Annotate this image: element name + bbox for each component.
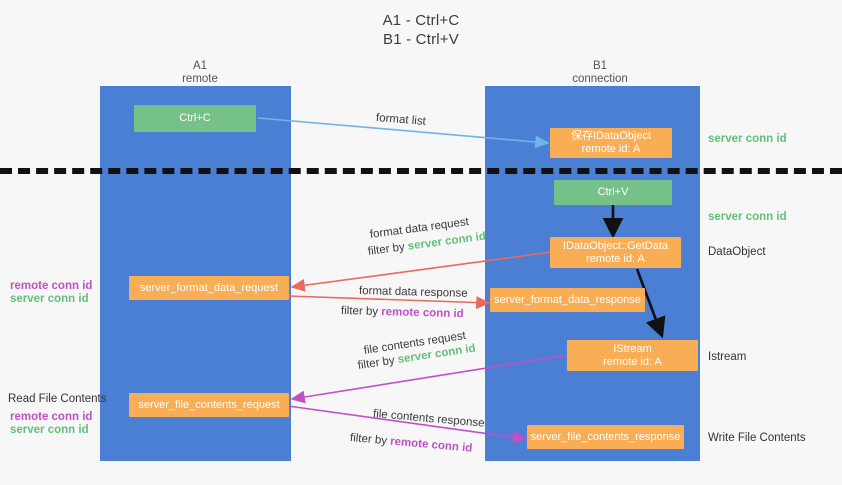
box-ctrl-v[interactable]: Ctrl+V xyxy=(554,180,672,205)
label-dataobject: DataObject xyxy=(708,246,766,258)
box-save-idataobject-line1: 保存IDataObject xyxy=(570,130,652,142)
edge-label-format-data-response: format data response xyxy=(358,285,468,300)
box-server-format-data-response-label: server_format_data_response xyxy=(494,293,641,306)
filter-prefix: filter by xyxy=(357,354,399,372)
box-getdata[interactable]: IDataObject::GetData remote id: A xyxy=(550,237,681,268)
page-title-line-2: B1 - Ctrl+V xyxy=(383,31,459,48)
box-server-format-data-request-label: server_format_data_request xyxy=(139,281,279,294)
filter-value-remote-conn-id: remote conn id xyxy=(381,306,464,321)
filter-value-remote-conn-id: remote conn id xyxy=(389,435,473,455)
box-server-file-contents-request-label: server_file_contents_request xyxy=(138,398,280,411)
filter-prefix: filter by xyxy=(367,240,409,258)
box-ctrl-v-label: Ctrl+V xyxy=(597,186,629,198)
box-istream-line2: remote id: A xyxy=(603,355,662,368)
column-header-b1-sub: connection xyxy=(572,73,628,85)
label-server-conn-id-right-2: server conn id xyxy=(708,211,787,223)
box-getdata-line1: IDataObject::GetData xyxy=(562,239,669,252)
box-istream-line1: IStream xyxy=(613,342,652,355)
filter-prefix: filter by xyxy=(349,432,391,448)
label-server-conn-id-right-1: server conn id xyxy=(708,133,787,145)
edge-label-format-data-response-filter: filter by remote conn id xyxy=(341,304,464,322)
filter-prefix: filter by xyxy=(340,305,382,319)
edge-label-file-contents-response-filter: filter by remote conn id xyxy=(349,431,473,457)
column-header-a1: A1 remote xyxy=(140,60,260,86)
box-server-file-contents-response[interactable]: server_file_contents_response xyxy=(527,425,684,449)
column-header-b1: B1 connection xyxy=(535,60,665,86)
label-istream: Istream xyxy=(708,351,747,363)
column-header-a1-name: A1 xyxy=(192,60,208,72)
box-server-file-contents-request[interactable]: server_file_contents_request xyxy=(129,393,289,417)
box-getdata-line2: remote id: A xyxy=(586,252,645,265)
label-server-conn-id-left-2: server conn id xyxy=(10,424,89,436)
box-save-idataobject[interactable]: 保存IDataObject remote id: A xyxy=(550,128,672,158)
box-server-file-contents-response-label: server_file_contents_response xyxy=(530,430,681,443)
box-save-idataobject-line2: remote id: A xyxy=(581,143,641,155)
label-write-file-contents: Write File Contents xyxy=(708,432,806,444)
label-remote-conn-id-left-1: remote conn id xyxy=(10,280,93,292)
label-remote-conn-id-left-2: remote conn id xyxy=(10,411,93,423)
edge-label-format-list: format list xyxy=(375,112,427,128)
box-server-format-data-request[interactable]: server_format_data_request xyxy=(129,276,289,300)
box-server-format-data-response[interactable]: server_format_data_response xyxy=(490,288,645,312)
label-server-conn-id-left-1: server conn id xyxy=(10,293,89,305)
box-ctrl-c-label: Ctrl+C xyxy=(179,112,211,124)
edge-label-file-contents-response: file contents response xyxy=(372,408,486,430)
box-ctrl-c[interactable]: Ctrl+C xyxy=(134,105,256,132)
column-header-b1-name: B1 xyxy=(592,60,608,72)
box-istream[interactable]: IStream remote id: A xyxy=(567,340,698,371)
label-read-file-contents: Read File Contents xyxy=(8,393,107,405)
page-title-line-1: A1 - Ctrl+C xyxy=(382,12,460,29)
phase-divider xyxy=(0,168,842,174)
column-header-a1-sub: remote xyxy=(182,73,218,85)
